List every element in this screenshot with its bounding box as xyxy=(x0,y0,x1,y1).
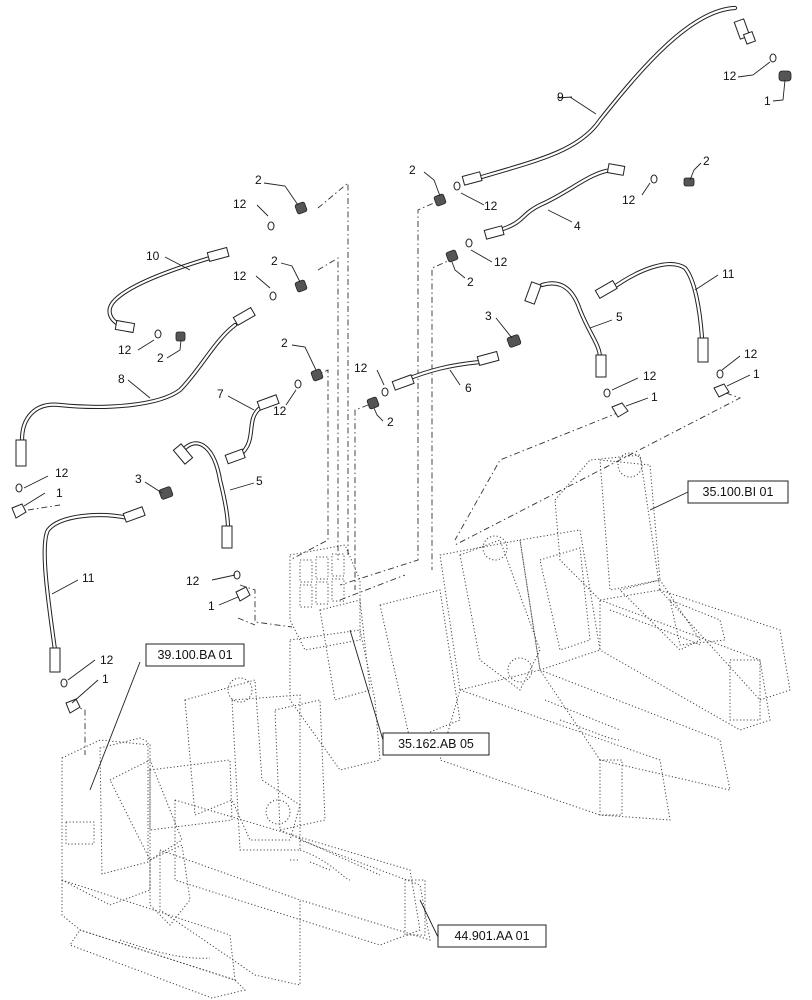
callout-12-h: 12 xyxy=(622,193,636,207)
hose-5-right xyxy=(539,281,603,361)
callout-1-f: 1 xyxy=(764,94,771,108)
hose-5-left xyxy=(182,441,231,531)
callout-2-a: 2 xyxy=(255,173,262,187)
callout-12-i: 12 xyxy=(723,69,737,83)
callout-12-j: 12 xyxy=(55,466,69,480)
hose-ends xyxy=(15,18,757,673)
reference-box-35-162-ab[interactable]: 35.162.AB 05 xyxy=(382,732,490,756)
reference-label-35-162-ab: 35.162.AB 05 xyxy=(398,737,474,751)
callout-2-g: 2 xyxy=(387,415,394,429)
callout-2-f: 2 xyxy=(467,275,474,289)
o-rings xyxy=(15,53,777,688)
callout-12-f: 12 xyxy=(494,255,508,269)
callout-1-e: 1 xyxy=(651,390,658,404)
callout-8: 8 xyxy=(118,372,125,386)
callout-11-right: 11 xyxy=(722,267,735,281)
callout-2-d: 2 xyxy=(157,351,164,365)
callout-3-left: 3 xyxy=(135,472,142,486)
callout-2-e: 2 xyxy=(409,163,416,177)
callout-12-e: 12 xyxy=(484,199,498,213)
routing-lines xyxy=(27,182,742,755)
callout-5-left: 5 xyxy=(256,474,263,488)
callout-3-right: 3 xyxy=(485,309,492,323)
fittings xyxy=(11,18,792,714)
callout-12-m: 12 xyxy=(744,347,758,361)
valve-block xyxy=(289,544,381,771)
callout-12-a: 12 xyxy=(233,197,247,211)
callout-1-b: 1 xyxy=(208,599,215,613)
callout-4: 4 xyxy=(574,219,581,233)
frame-structure xyxy=(61,452,791,999)
elbows xyxy=(11,383,730,714)
hose-7 xyxy=(237,405,263,458)
callout-5-right: 5 xyxy=(616,310,623,324)
center-frame-unit xyxy=(379,529,731,821)
hose-11-left xyxy=(42,513,131,653)
hose-6 xyxy=(402,359,483,383)
callout-9: 9 xyxy=(557,90,564,104)
callout-11-left: 11 xyxy=(82,571,95,585)
callout-2-c: 2 xyxy=(281,336,288,350)
callout-labels: 9 4 10 8 7 5 11 6 5 11 3 3 2 2 2 2 2 2 2… xyxy=(55,69,771,686)
right-frame-unit xyxy=(554,452,791,731)
reference-boxes: 35.100.BI 01 39.100.BA 01 35.162.AB 05 4… xyxy=(145,480,789,948)
callout-12-g: 12 xyxy=(354,361,368,375)
callout-12-b: 12 xyxy=(233,269,247,283)
reference-label-44-901-aa: 44.901.AA 01 xyxy=(454,929,529,943)
tees xyxy=(158,334,522,500)
left-frame-unit xyxy=(61,677,431,999)
reference-label-39-100-ba: 39.100.BA 01 xyxy=(157,648,232,662)
hoses xyxy=(19,5,738,653)
hose-11-right xyxy=(607,262,705,341)
callout-2-b: 2 xyxy=(271,254,278,268)
callout-12-n: 12 xyxy=(643,369,657,383)
adapters xyxy=(175,70,792,410)
reference-box-39-100-ba[interactable]: 39.100.BA 01 xyxy=(145,643,245,667)
callout-12-d: 12 xyxy=(118,343,132,357)
callout-12-l: 12 xyxy=(100,653,114,667)
callout-7: 7 xyxy=(217,387,224,401)
callout-2-h: 2 xyxy=(703,154,710,168)
callout-12-k: 12 xyxy=(186,574,200,588)
reference-label-35-100-bi: 35.100.BI 01 xyxy=(703,485,774,499)
hose-8 xyxy=(19,322,238,443)
callout-1-a: 1 xyxy=(56,486,63,500)
reference-box-44-901-aa[interactable]: 44.901.AA 01 xyxy=(437,924,547,948)
callout-10: 10 xyxy=(146,249,160,263)
reference-box-35-100-bi[interactable]: 35.100.BI 01 xyxy=(687,480,789,504)
hose-10 xyxy=(107,255,213,328)
leader-lines xyxy=(23,61,786,938)
callout-1-d: 1 xyxy=(753,367,760,381)
hose-9 xyxy=(475,5,738,181)
callout-1-c: 1 xyxy=(102,672,109,686)
callout-12-c: 12 xyxy=(273,404,287,418)
callout-6: 6 xyxy=(465,381,472,395)
hose-4 xyxy=(497,167,615,233)
